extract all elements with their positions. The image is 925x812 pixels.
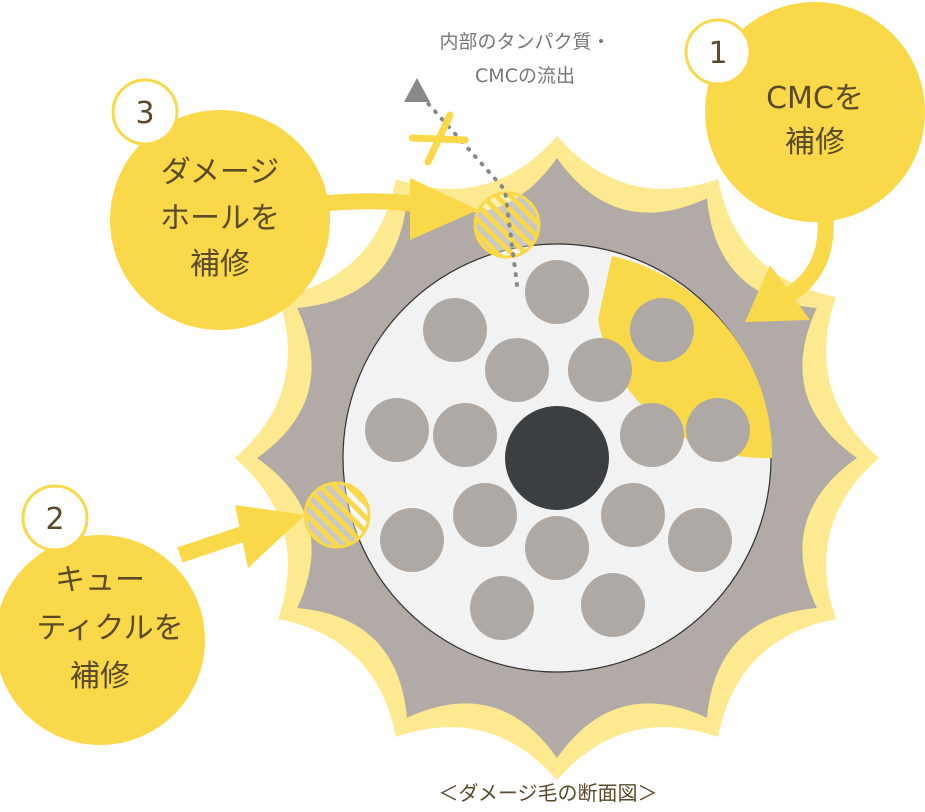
fiber bbox=[423, 298, 487, 362]
callout-2-circle bbox=[0, 535, 205, 745]
callout-1-line2: 補修 bbox=[785, 125, 845, 160]
fibers bbox=[365, 260, 750, 640]
callout-2-line3: 補修 bbox=[70, 659, 130, 694]
medulla bbox=[505, 406, 609, 510]
fiber bbox=[525, 260, 589, 324]
fiber bbox=[668, 508, 732, 572]
outflow-dotted-line bbox=[423, 98, 519, 287]
callout-2-number: 2 bbox=[45, 502, 64, 537]
fiber bbox=[365, 398, 429, 462]
outflow-label-line2: CMCの流出 bbox=[475, 65, 575, 87]
callout-3-circle bbox=[110, 110, 330, 330]
arrow-2-head-icon bbox=[235, 505, 305, 568]
arrow-3-head-icon bbox=[410, 178, 478, 240]
cuticle-damage-hatched bbox=[303, 481, 371, 549]
fiber bbox=[433, 403, 497, 467]
callout-2-badge bbox=[21, 484, 89, 552]
fiber bbox=[470, 576, 534, 640]
callout-1-line1: CMCを bbox=[766, 81, 864, 116]
callout-3-line1: ダメージ bbox=[161, 155, 280, 190]
callout-2-line1: キュー bbox=[55, 563, 145, 598]
caption: ＜ダメージ毛の断面図＞ bbox=[439, 781, 658, 805]
callout-1-badge bbox=[684, 18, 752, 86]
outflow-label-line1: 内部のタンパク質・ bbox=[439, 31, 610, 53]
fiber bbox=[601, 483, 665, 547]
fiber bbox=[453, 483, 517, 547]
callout-1-circle bbox=[705, 2, 925, 222]
damage-hole-hatched bbox=[473, 191, 541, 259]
callout-3-number: 3 bbox=[135, 96, 154, 131]
callout-3-line2: ホールを bbox=[160, 201, 280, 236]
fiber bbox=[686, 398, 750, 462]
fiber bbox=[630, 298, 694, 362]
fiber bbox=[525, 516, 589, 580]
fiber bbox=[380, 508, 444, 572]
callout-2-line2: ティクルを bbox=[36, 611, 183, 646]
callout-3-badge bbox=[111, 78, 179, 146]
callout-1-number: 1 bbox=[708, 36, 727, 71]
fiber bbox=[568, 338, 632, 402]
fiber bbox=[581, 573, 645, 637]
blocked-x-icon bbox=[408, 111, 469, 166]
outflow-arrowhead-icon bbox=[404, 78, 430, 102]
arrow-1-head-icon bbox=[745, 265, 810, 322]
fiber bbox=[485, 338, 549, 402]
callout-3-line3: 補修 bbox=[190, 247, 250, 282]
fiber bbox=[620, 403, 684, 467]
